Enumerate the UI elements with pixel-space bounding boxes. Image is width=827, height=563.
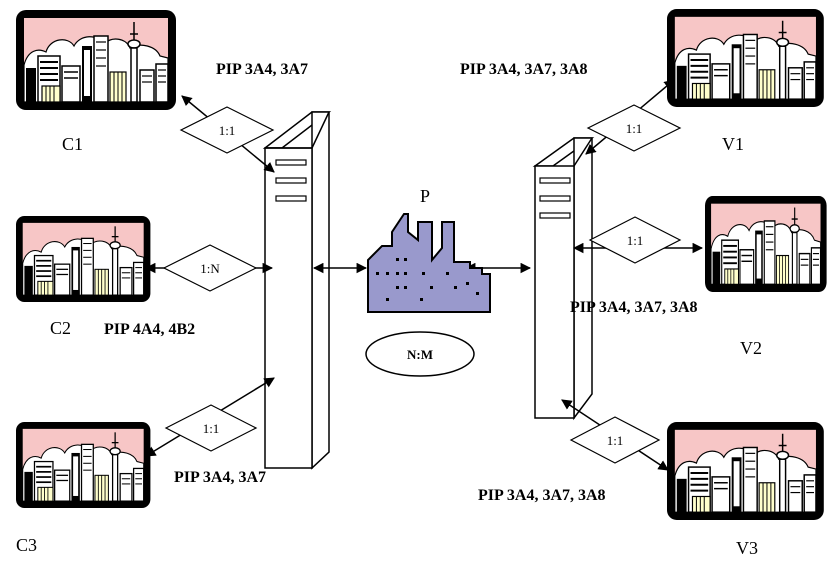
v2-relation-label: 1:1 — [627, 233, 644, 248]
c1-relation: 1:1 — [181, 107, 273, 153]
c2-relation-label: 1:N — [200, 261, 220, 276]
v3-pip-label: PIP 3A4, 3A7, 3A8 — [478, 487, 606, 504]
client-c2-terminal — [16, 216, 150, 302]
c3-pip-label: PIP 3A4, 3A7 — [174, 469, 266, 486]
client-c3-terminal — [16, 422, 150, 508]
v2-pip-label: PIP 3A4, 3A7, 3A8 — [570, 299, 698, 316]
client-c1-label: C1 — [62, 134, 83, 154]
right-server — [535, 138, 592, 418]
v2-relation: 1:1 — [590, 217, 680, 263]
v1-pip-label: PIP 3A4, 3A7, 3A8 — [460, 61, 588, 78]
vendor-v1-label: V1 — [722, 134, 744, 154]
c2-pip-label: PIP 4A4, 4B2 — [104, 321, 195, 338]
client-c1-terminal — [16, 10, 176, 110]
v3-relation-label: 1:1 — [607, 433, 624, 448]
vendor-v3-terminal — [667, 422, 824, 520]
c3-relation-label: 1:1 — [203, 421, 220, 436]
nm-ratio-ellipse: N:M — [366, 332, 474, 376]
c1-relation-label: 1:1 — [219, 123, 236, 138]
v1-relation-label: 1:1 — [626, 121, 643, 136]
c1-pip-label: PIP 3A4, 3A7 — [216, 61, 308, 78]
vendor-v2-terminal — [705, 196, 827, 292]
vendor-v2-label: V2 — [740, 338, 762, 358]
nm-ratio-label: N:M — [407, 347, 433, 362]
client-c3-label: C3 — [16, 535, 37, 555]
c3-relation: 1:1 — [166, 405, 256, 451]
client-c2-label: C2 — [50, 318, 71, 338]
v1-relation: 1:1 — [588, 105, 680, 151]
left-server — [265, 112, 329, 468]
vendor-v1-terminal — [667, 9, 824, 107]
factory-icon — [368, 214, 490, 312]
center-label: P — [420, 186, 430, 206]
c2-relation: 1:N — [164, 245, 256, 291]
vendor-v3-label: V3 — [736, 538, 758, 558]
